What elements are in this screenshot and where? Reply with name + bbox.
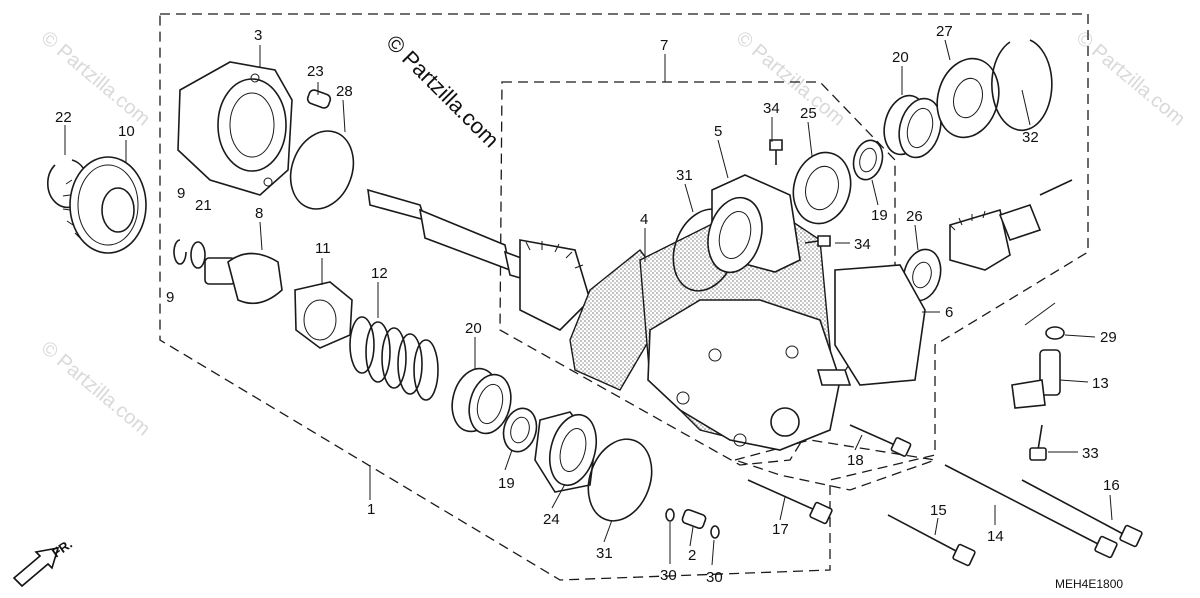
- diagram-code: MEH4E1800: [1055, 577, 1123, 591]
- short-bolt-shape: [849, 424, 912, 457]
- part-label-34-upper[interactable]: 34: [763, 100, 780, 117]
- part-label-27[interactable]: 27: [936, 23, 953, 40]
- front-direction-indicator: FR.: [12, 536, 75, 588]
- part-label-23[interactable]: 23: [307, 63, 324, 80]
- part-label-8[interactable]: 8: [255, 205, 263, 222]
- long-bolt-shape: [944, 464, 1118, 559]
- part-label-20-upper[interactable]: 20: [892, 49, 909, 66]
- watermark-faded-3: © Partzilla.com: [1072, 27, 1189, 130]
- ring-gear-shape: [949, 179, 1073, 271]
- part-label-21[interactable]: 21: [195, 197, 212, 214]
- part-label-1[interactable]: 1: [367, 501, 375, 518]
- part-label-17[interactable]: 17: [772, 521, 789, 538]
- driven-gear-shape: [62, 156, 147, 254]
- o-ring-large-shape: [289, 130, 355, 210]
- ball-bearing-shape: [534, 411, 598, 493]
- part-label-3[interactable]: 3: [254, 27, 262, 44]
- sensor-bolt-shape: [1029, 424, 1047, 461]
- part-label-13[interactable]: 13: [1092, 375, 1109, 392]
- roller-bearing-shape: [792, 151, 852, 225]
- breather-plug-shape: [681, 508, 707, 530]
- part-label-32[interactable]: 32: [1022, 129, 1039, 146]
- long-flange-bolt-shape: [1021, 479, 1143, 548]
- lock-nut-lower-shape: [502, 407, 538, 453]
- part-label-31-lower[interactable]: 31: [596, 545, 613, 562]
- o-ring-small-shape: [190, 241, 206, 269]
- part-label-30-right[interactable]: 30: [706, 569, 723, 586]
- watermark: © Partzilla.com: [381, 30, 504, 153]
- part-label-33[interactable]: 33: [1082, 445, 1099, 462]
- part-label-28[interactable]: 28: [336, 83, 353, 100]
- case-bolt-shape: [747, 479, 833, 525]
- cam-joint-shape: [204, 252, 283, 305]
- part-label-9-lower[interactable]: 9: [166, 289, 174, 306]
- part-label-7[interactable]: 7: [660, 37, 668, 54]
- retaining-ring-shape: [991, 39, 1053, 131]
- part-label-19-lower[interactable]: 19: [498, 475, 515, 492]
- flange-bolt-shape: [887, 514, 976, 567]
- part-label-29[interactable]: 29: [1100, 329, 1117, 346]
- holder-bolt-shape: [769, 139, 831, 247]
- washer-right-shape: [710, 525, 720, 539]
- part-label-6[interactable]: 6: [945, 304, 953, 321]
- part-label-16[interactable]: 16: [1103, 477, 1120, 494]
- lock-nut-upper-shape: [852, 139, 884, 181]
- part-label-9-upper[interactable]: 9: [177, 185, 185, 202]
- part-label-19-upper[interactable]: 19: [871, 207, 888, 224]
- leader-lines: [64, 39, 1113, 566]
- part-label-25[interactable]: 25: [800, 105, 817, 122]
- part-label-22[interactable]: 22: [55, 109, 72, 126]
- watermark-faded-2: © Partzilla.com: [732, 27, 849, 130]
- assembly-outline-main: [159, 13, 1089, 581]
- part-label-30-left[interactable]: 30: [660, 567, 677, 584]
- part-label-14[interactable]: 14: [987, 528, 1004, 545]
- bearing-holder-shape: [177, 61, 293, 196]
- oil-seal-shape: [936, 57, 1000, 139]
- dowel-pin-shape: [306, 89, 332, 109]
- main-shaft-shape: [367, 188, 591, 331]
- bearing-lock-nut-upper-shape: [883, 94, 942, 159]
- damper-lifter-shape: [294, 281, 353, 349]
- part-label-26[interactable]: 26: [906, 208, 923, 225]
- speed-sensor-shape: [1011, 349, 1061, 409]
- part-label-15[interactable]: 15: [930, 502, 947, 519]
- part-label-10[interactable]: 10: [118, 123, 135, 140]
- front-arrow-icon: [12, 546, 60, 588]
- part-label-18[interactable]: 18: [847, 452, 864, 469]
- gear-case-shape: [647, 299, 852, 451]
- part-label-20-lower[interactable]: 20: [465, 320, 482, 337]
- circlip-shape: [173, 239, 187, 265]
- watermark-faded-4: © Partzilla.com: [37, 337, 154, 440]
- part-label-12[interactable]: 12: [371, 265, 388, 282]
- part-label-2[interactable]: 2: [688, 547, 696, 564]
- washer-left-shape: [665, 508, 675, 522]
- o-ring-lower-shape: [587, 438, 653, 522]
- damper-spring-shape: [349, 316, 439, 401]
- bearing-lock-nut-lower-shape: [451, 367, 512, 435]
- o-ring-sensor-shape: [1045, 326, 1065, 340]
- part-label-5[interactable]: 5: [714, 123, 722, 140]
- part-label-34-lower[interactable]: 34: [854, 236, 871, 253]
- part-label-24[interactable]: 24: [543, 511, 560, 528]
- cover-gasket-shape: [834, 264, 926, 386]
- part-label-4[interactable]: 4: [640, 211, 648, 228]
- pinion-bearing-holder-shape: [707, 174, 801, 274]
- part-label-11[interactable]: 11: [315, 240, 331, 257]
- part-label-31-upper[interactable]: 31: [676, 167, 693, 184]
